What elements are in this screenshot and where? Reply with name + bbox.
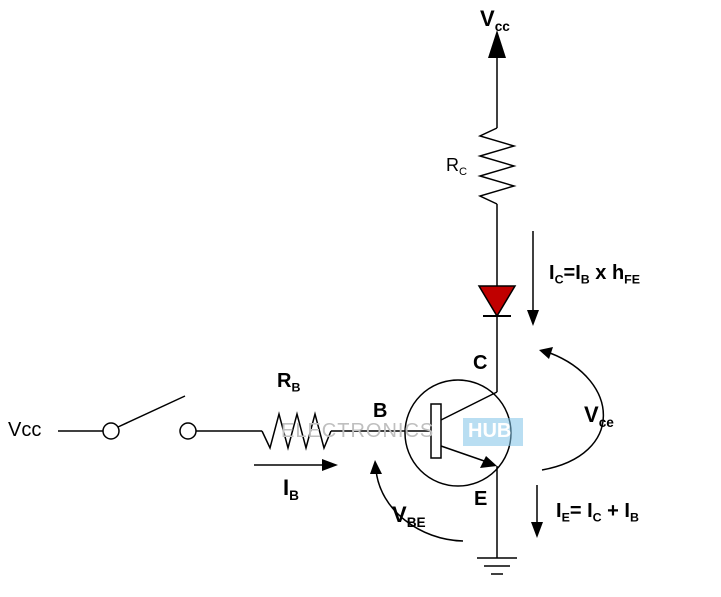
watermark-badge (463, 418, 523, 446)
vcc-left-label: Vcc (8, 419, 42, 441)
vce-curve (541, 352, 605, 471)
electronics-hub-watermark (463, 418, 523, 446)
transistor-emitter-lead (440, 445, 491, 464)
collector-label: C (473, 352, 488, 374)
emitter-label: E (474, 488, 488, 510)
switch-terminal-right (179, 422, 197, 440)
resistor-rb (261, 411, 332, 451)
watermark-badge-text: HUB (468, 420, 512, 442)
emitter-arrow (480, 456, 497, 468)
switch-lever (117, 395, 186, 428)
vcc-supply-arrow (488, 30, 506, 58)
vce-arrow-head (539, 347, 553, 359)
vcc-top-label: Vcc (480, 6, 510, 34)
rc-label: RC (446, 155, 468, 178)
ic-arrow-head (527, 310, 539, 326)
ie-arrow-head (531, 522, 543, 538)
resistor-rc (477, 127, 517, 205)
vbe-curve (375, 469, 464, 542)
led-triangle (477, 285, 517, 318)
ib-arrow-head (322, 459, 338, 471)
vbe-label: VBE (392, 502, 426, 530)
ie-equation-label: IE= IC + IB (556, 500, 639, 525)
rb-label: RB (277, 370, 301, 395)
transistor-collector-lead (440, 391, 498, 421)
vce-label: Vce (584, 402, 614, 430)
switch-terminal-left (102, 422, 120, 440)
vbe-arrow-head (370, 460, 382, 474)
ib-label: IB (283, 475, 299, 503)
base-label: B (373, 400, 388, 422)
watermark-text: ELECTRONICS (281, 420, 435, 442)
ic-equation-label: IC=IB x hFE (549, 262, 641, 287)
